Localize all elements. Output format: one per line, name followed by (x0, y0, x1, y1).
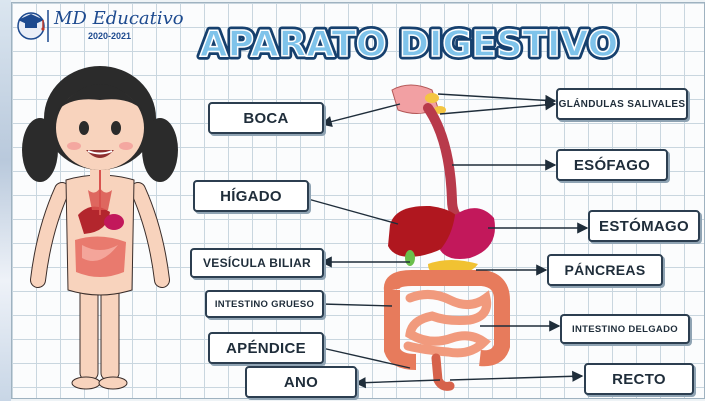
line-recto (450, 376, 582, 380)
line-intestino-grueso (322, 304, 392, 306)
line-ano (356, 380, 440, 383)
label-intestino-grueso: INTESTINO GRUESO (205, 290, 324, 318)
label-esofago: ESÓFAGO (556, 149, 668, 181)
line-glandulas-2 (440, 104, 555, 114)
label-intestino-delgado: INTESTINO DELGADO (560, 314, 690, 344)
label-ano: ANO (245, 366, 357, 398)
label-glandulas-salivales: GLÁNDULAS SALIVALES (556, 88, 688, 120)
label-pancreas: PÁNCREAS (547, 254, 663, 286)
label-apendice: APÉNDICE (208, 332, 324, 364)
label-boca: BOCA (208, 102, 324, 134)
line-higado (308, 199, 398, 224)
label-recto: RECTO (584, 363, 694, 395)
line-apendice (322, 348, 410, 368)
label-higado: HÍGADO (193, 180, 309, 212)
line-glandulas-1 (438, 94, 555, 101)
label-estomago: ESTÓMAGO (588, 210, 700, 242)
line-boca (322, 104, 400, 124)
label-vesicula-biliar: VESÍCULA BILIAR (190, 248, 324, 278)
